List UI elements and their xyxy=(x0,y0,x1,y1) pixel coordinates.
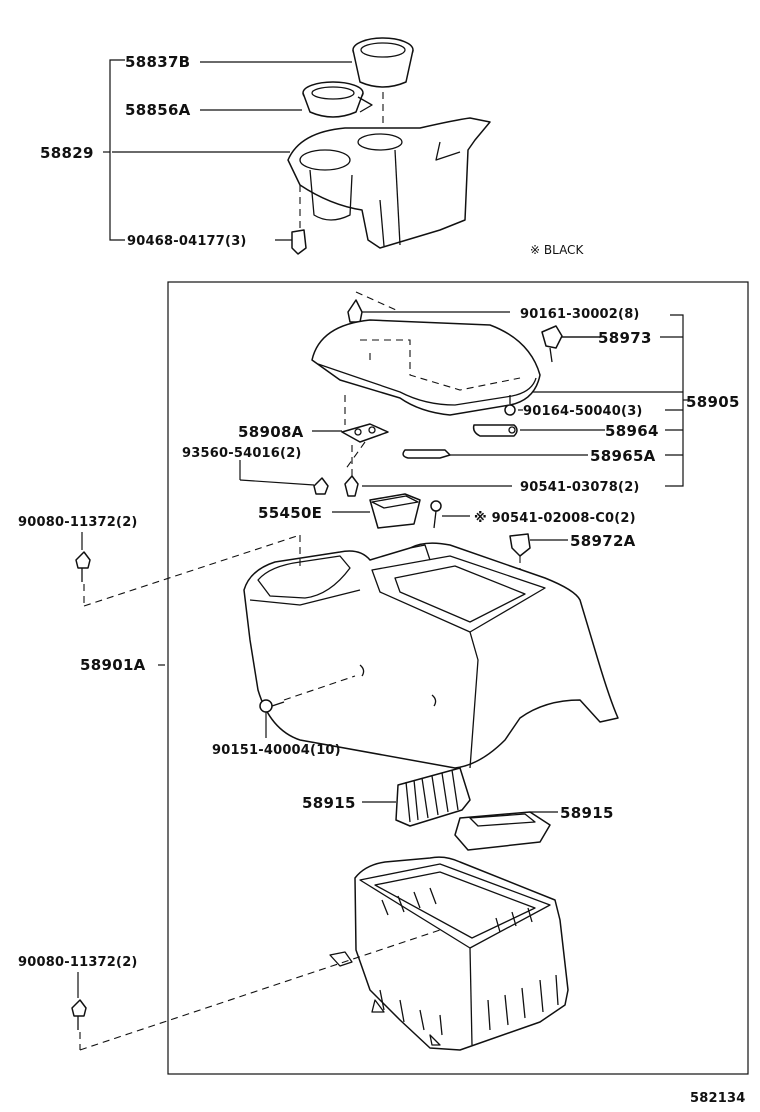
label-58901a: 58901A xyxy=(80,656,146,674)
cup-holder-body-part xyxy=(287,117,491,249)
bolt-90080-upper-part xyxy=(75,551,91,582)
label-58837b: 58837B xyxy=(125,53,190,71)
plate-58908a-part xyxy=(341,423,389,443)
clip-58972a-part xyxy=(509,533,531,557)
label-58905: 58905 xyxy=(686,393,740,411)
cup-holder-assembly: 58837B 58856A 58829 90468-04177(3) ※ BLA… xyxy=(40,37,584,257)
bolt-93560-part xyxy=(313,477,329,495)
label-93560: 93560-54016(2) xyxy=(182,446,302,461)
label-58972a: 58972A xyxy=(570,532,636,550)
label-55450e: 55450E xyxy=(258,504,322,522)
bolt-90080-lower-part xyxy=(71,999,87,1030)
lid-part xyxy=(311,319,541,416)
label-90164: 90164-50040(3) xyxy=(523,404,643,419)
rod-58965a-part xyxy=(402,449,451,459)
boot-right-part xyxy=(454,811,551,851)
cup-ring-part xyxy=(302,81,373,118)
console-body-assembly: 90080-11372(2) 58901A 90151-40004(10) xyxy=(18,515,619,769)
label-58856a: 58856A xyxy=(125,101,191,119)
label-58908a: 58908A xyxy=(238,423,304,441)
cup-clip-part xyxy=(291,229,307,255)
bolt-90541-03078-part xyxy=(344,475,359,497)
black-note: ※ BLACK xyxy=(530,243,584,257)
hinge-58964-part xyxy=(472,424,518,437)
screw-58973-part xyxy=(541,325,563,363)
screw-90164-part xyxy=(504,395,516,416)
label-58915-right: 58915 xyxy=(560,804,614,822)
label-90080-upper: 90080-11372(2) xyxy=(18,515,138,530)
diagram-id: 582134 xyxy=(690,1091,745,1106)
label-90541-03078: 90541-03078(2) xyxy=(520,480,640,495)
label-58829: 58829 xyxy=(40,144,94,162)
box-55450e-part xyxy=(369,493,421,529)
screw-90541-02008-part xyxy=(430,500,442,529)
cup-insert-part xyxy=(352,37,414,88)
label-90468: 90468-04177(3) xyxy=(127,234,247,249)
boot-left-part xyxy=(395,767,471,827)
small-parts-row: 55450E ※ 90541-02008-C0(2) 58972A xyxy=(258,493,636,610)
label-90541-02008: ※ 90541-02008-C0(2) xyxy=(474,511,636,526)
lid-assembly: 90161-30002(8) 58973 58905 90164-50040(3… xyxy=(182,291,740,497)
boots-assembly: 58915 58915 xyxy=(302,767,614,851)
top-clip-part xyxy=(347,299,363,323)
console-frame xyxy=(167,281,749,1075)
label-58964: 58964 xyxy=(605,422,659,440)
label-58915-left: 58915 xyxy=(302,794,356,812)
label-90080-lower: 90080-11372(2) xyxy=(18,955,138,970)
label-90161: 90161-30002(8) xyxy=(520,307,640,322)
base-box-part xyxy=(329,856,569,1051)
label-90151: 90151-40004(10) xyxy=(212,743,341,758)
label-58965a: 58965A xyxy=(590,447,656,465)
label-58973: 58973 xyxy=(598,329,652,347)
console-body-part xyxy=(243,542,619,769)
base-box-assembly: 90080-11372(2) xyxy=(18,856,569,1051)
